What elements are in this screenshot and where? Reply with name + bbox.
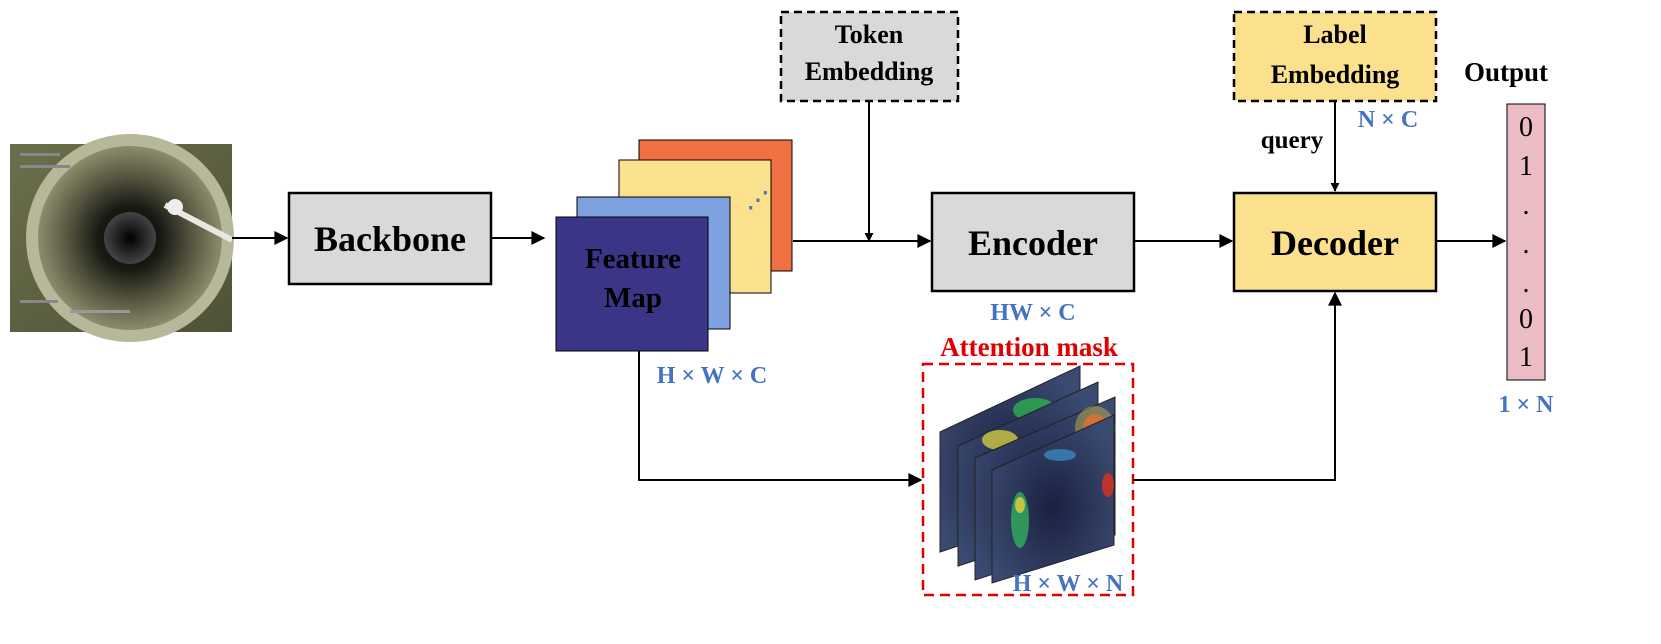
attention-mask-block [921,362,1135,597]
attention-mask-title: Attention mask [940,332,1118,362]
encoder-dimension: HW × C [990,300,1075,326]
output-value: 0 [1519,112,1533,143]
label-embedding-label-line2: Embedding [1271,60,1400,89]
feature-map-label-line1: Feature [585,243,681,275]
attention-heatmap-slice [991,414,1115,584]
attention-mask-dimension: H × W × N [1013,571,1124,597]
output-title: Output [1464,57,1548,87]
output-value: 1 [1519,151,1533,182]
connectors [232,101,1507,487]
backbone-label: Backbone [314,219,466,259]
label-embedding-block: Label Embedding [1232,10,1438,103]
backbone-block: Backbone [287,191,493,286]
encoder-label: Encoder [968,223,1098,263]
feature-map-stack: ⋰ Feature Map [555,139,793,352]
token-embedding-block: Token Embedding [779,10,960,103]
decoder-block: Decoder [1232,191,1438,293]
encoder-block: Encoder [930,191,1136,293]
feature-stack-dots: ⋰ [747,187,769,212]
token-embedding-label-line1: Token [835,20,904,49]
query-label: query [1261,127,1324,154]
output-value: . [1523,229,1530,260]
input-image [10,134,234,342]
output-dimension: 1 × N [1498,392,1554,418]
output-value: 1 [1519,342,1533,373]
token-embedding-label-line2: Embedding [805,57,934,86]
label-embedding-dimension: N × C [1358,107,1418,133]
output-value: 0 [1519,304,1533,335]
arrow-feature-to-attention [638,351,923,487]
output-vector: 0 1 . . . 0 1 [1506,103,1546,381]
output-value: . [1523,268,1530,299]
feature-map-label-line2: Map [604,282,662,314]
output-value: . [1523,190,1530,221]
label-embedding-label-line1: Label [1303,20,1367,49]
feature-map-dimension: H × W × C [657,363,767,389]
decoder-label: Decoder [1271,223,1399,263]
arrow-attention-to-decoder [1133,291,1342,481]
